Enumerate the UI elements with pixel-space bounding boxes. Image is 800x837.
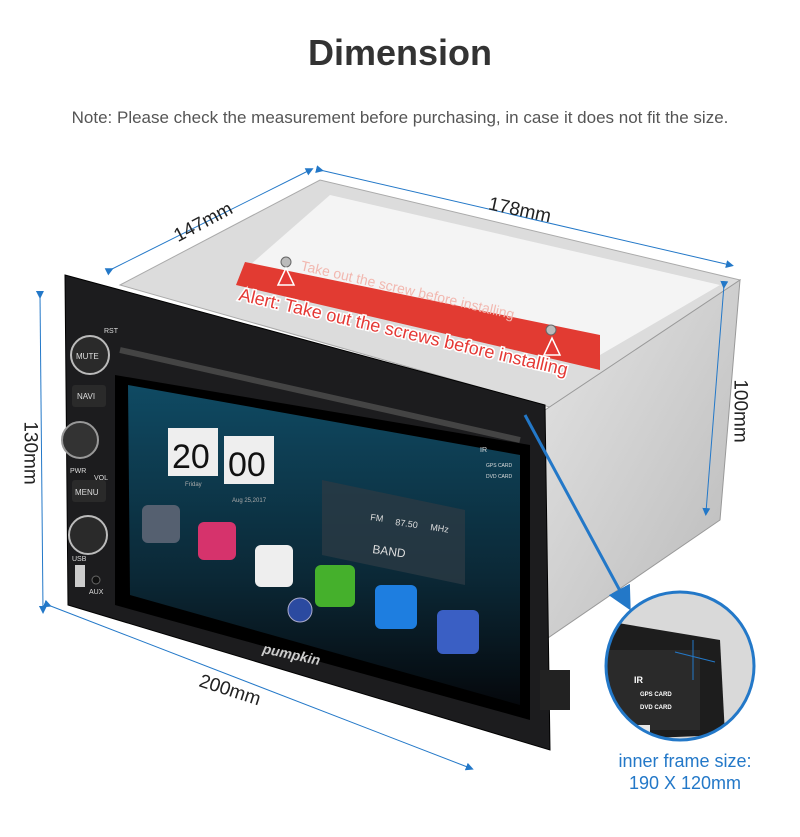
navi-button bbox=[72, 385, 106, 407]
svg-text:PWR: PWR bbox=[70, 468, 86, 475]
svg-text:MENU: MENU bbox=[75, 488, 99, 497]
height-front-label: 130mm bbox=[19, 421, 41, 485]
svg-text:NAVI: NAVI bbox=[77, 392, 95, 401]
app-drawer-icon bbox=[287, 597, 313, 623]
svg-text:USB: USB bbox=[72, 556, 87, 563]
height-back-label: 100mm bbox=[729, 379, 751, 443]
svg-text:VOL: VOL bbox=[94, 475, 108, 482]
radio-widget bbox=[322, 480, 465, 585]
arrow-icon bbox=[276, 266, 562, 356]
svg-text:Aug 25,2017: Aug 25,2017 bbox=[232, 498, 267, 504]
volume-knob bbox=[61, 421, 99, 459]
inner-frame-caption: inner frame size: 190 X 120mm bbox=[600, 750, 770, 794]
svg-text:87.50: 87.50 bbox=[395, 517, 419, 530]
inner-frame-line2: 190 X 120mm bbox=[628, 773, 742, 793]
bluetooth-app-icon bbox=[375, 585, 417, 629]
clock-hour-card bbox=[168, 428, 218, 476]
radio-app-icon bbox=[255, 545, 293, 587]
settings-app-icon bbox=[437, 610, 479, 654]
svg-text:Friday: Friday bbox=[185, 482, 202, 488]
play-store-icon bbox=[315, 565, 355, 607]
music-app-icon bbox=[198, 522, 236, 560]
inner-frame-line1: inner frame size: bbox=[618, 751, 752, 771]
svg-text:RST: RST bbox=[104, 328, 119, 335]
warning-sticker bbox=[236, 262, 600, 370]
clock-minute-card bbox=[224, 436, 274, 484]
track-button bbox=[68, 515, 108, 555]
svg-text:DVD CARD: DVD CARD bbox=[640, 705, 672, 711]
callout-arrow bbox=[523, 414, 631, 611]
svg-text:DVD CARD: DVD CARD bbox=[486, 474, 513, 480]
inner-frame-inset: IR GPS CARD DVD CARD bbox=[604, 590, 756, 742]
svg-text:FM: FM bbox=[370, 512, 384, 524]
page-title: Dimension bbox=[307, 32, 493, 73]
svg-text:BAND: BAND bbox=[372, 542, 407, 561]
svg-text:IR: IR bbox=[480, 447, 487, 454]
aux-port bbox=[91, 575, 101, 585]
screw-icon bbox=[545, 324, 557, 336]
note-text: Note: Please check the measurement befor… bbox=[71, 108, 729, 127]
mounting-bracket bbox=[540, 670, 570, 710]
usb-port bbox=[75, 565, 85, 587]
svg-text:00: 00 bbox=[228, 446, 266, 484]
svg-text:GPS CARD: GPS CARD bbox=[486, 463, 513, 469]
svg-text:MUTE: MUTE bbox=[76, 352, 99, 361]
maps-app-icon bbox=[142, 505, 180, 543]
svg-text:IR: IR bbox=[634, 675, 644, 685]
screw-icon bbox=[280, 256, 292, 268]
menu-button bbox=[72, 480, 106, 502]
dimension-lines bbox=[35, 165, 734, 771]
svg-text:20: 20 bbox=[172, 438, 210, 476]
svg-text:AUX: AUX bbox=[89, 589, 104, 596]
disc-slot bbox=[119, 347, 521, 443]
svg-text:GPS CARD: GPS CARD bbox=[640, 692, 672, 698]
mute-button bbox=[70, 335, 110, 375]
svg-text:MHz: MHz bbox=[430, 522, 450, 535]
